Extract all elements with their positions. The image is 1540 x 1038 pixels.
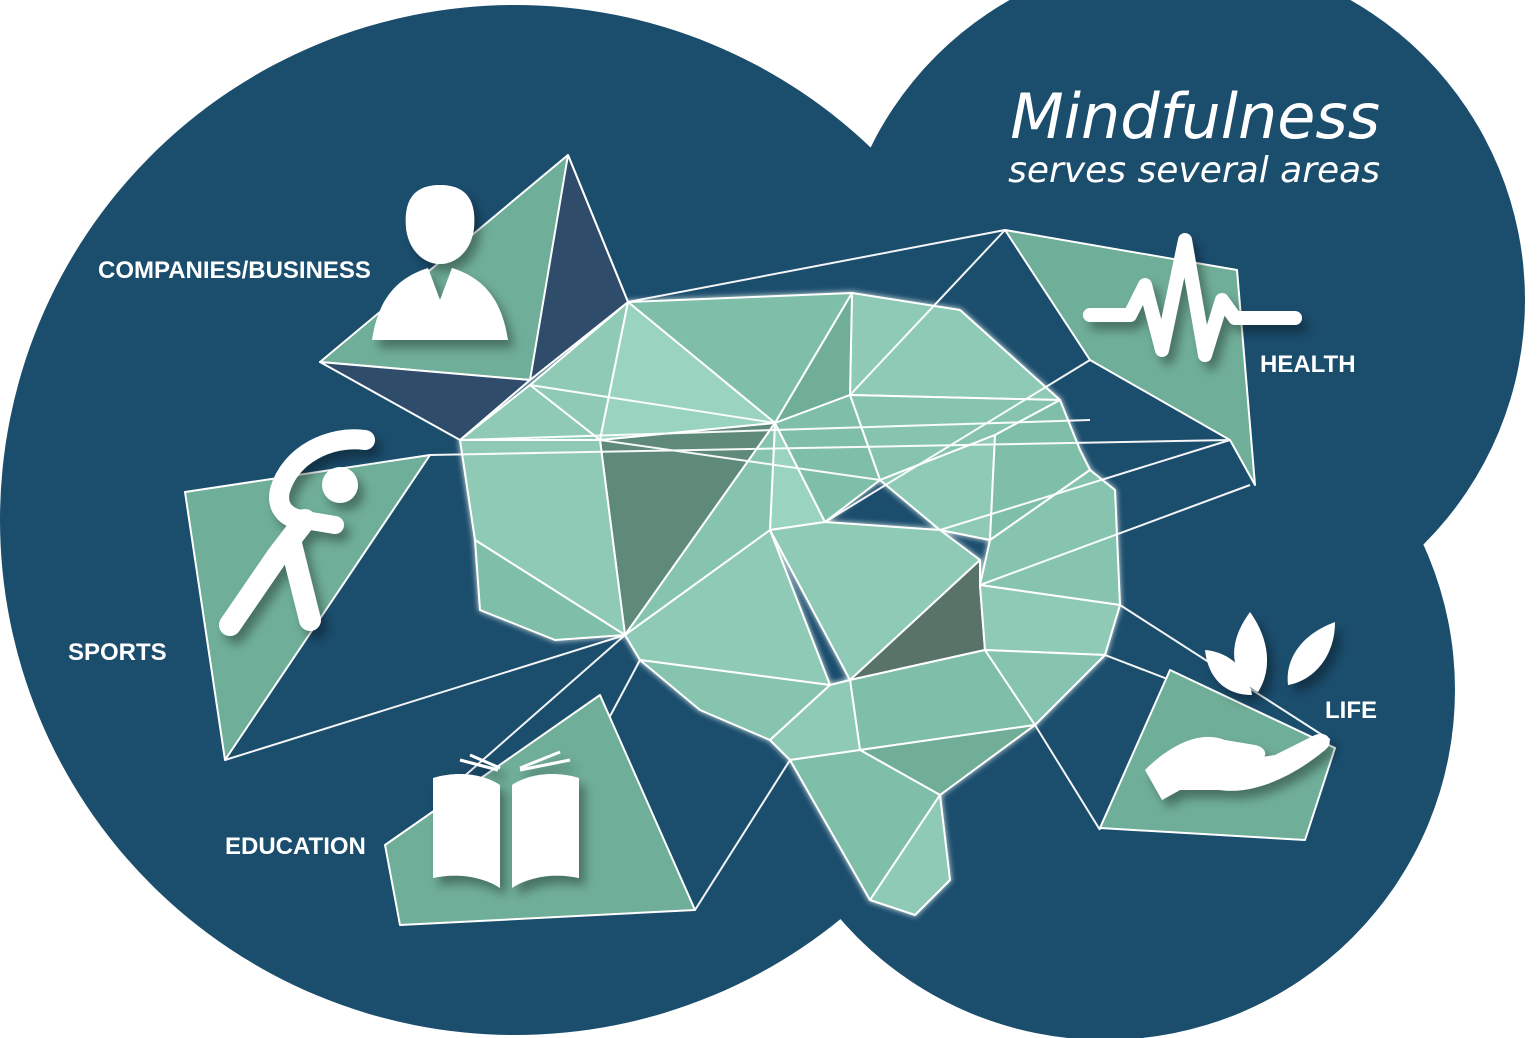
- businessman-icon: [372, 185, 508, 340]
- hand-with-leaves-icon: [1145, 612, 1335, 800]
- label-education: EDUCATION: [225, 833, 366, 860]
- title-main: Mindfulness: [1010, 80, 1380, 153]
- polygon-brain: [459, 292, 1121, 916]
- label-life: LIFE: [1325, 697, 1377, 724]
- open-book-icon: [433, 750, 579, 888]
- label-sports: SPORTS: [68, 639, 167, 666]
- title-sub: serves several areas: [1008, 150, 1380, 191]
- connection-lines: [224, 229, 1331, 911]
- label-companies: COMPANIES/BUSINESS: [98, 257, 371, 284]
- heartbeat-icon: [1083, 233, 1302, 362]
- stretching-person-icon: [219, 429, 375, 636]
- label-health: HEALTH: [1260, 351, 1356, 378]
